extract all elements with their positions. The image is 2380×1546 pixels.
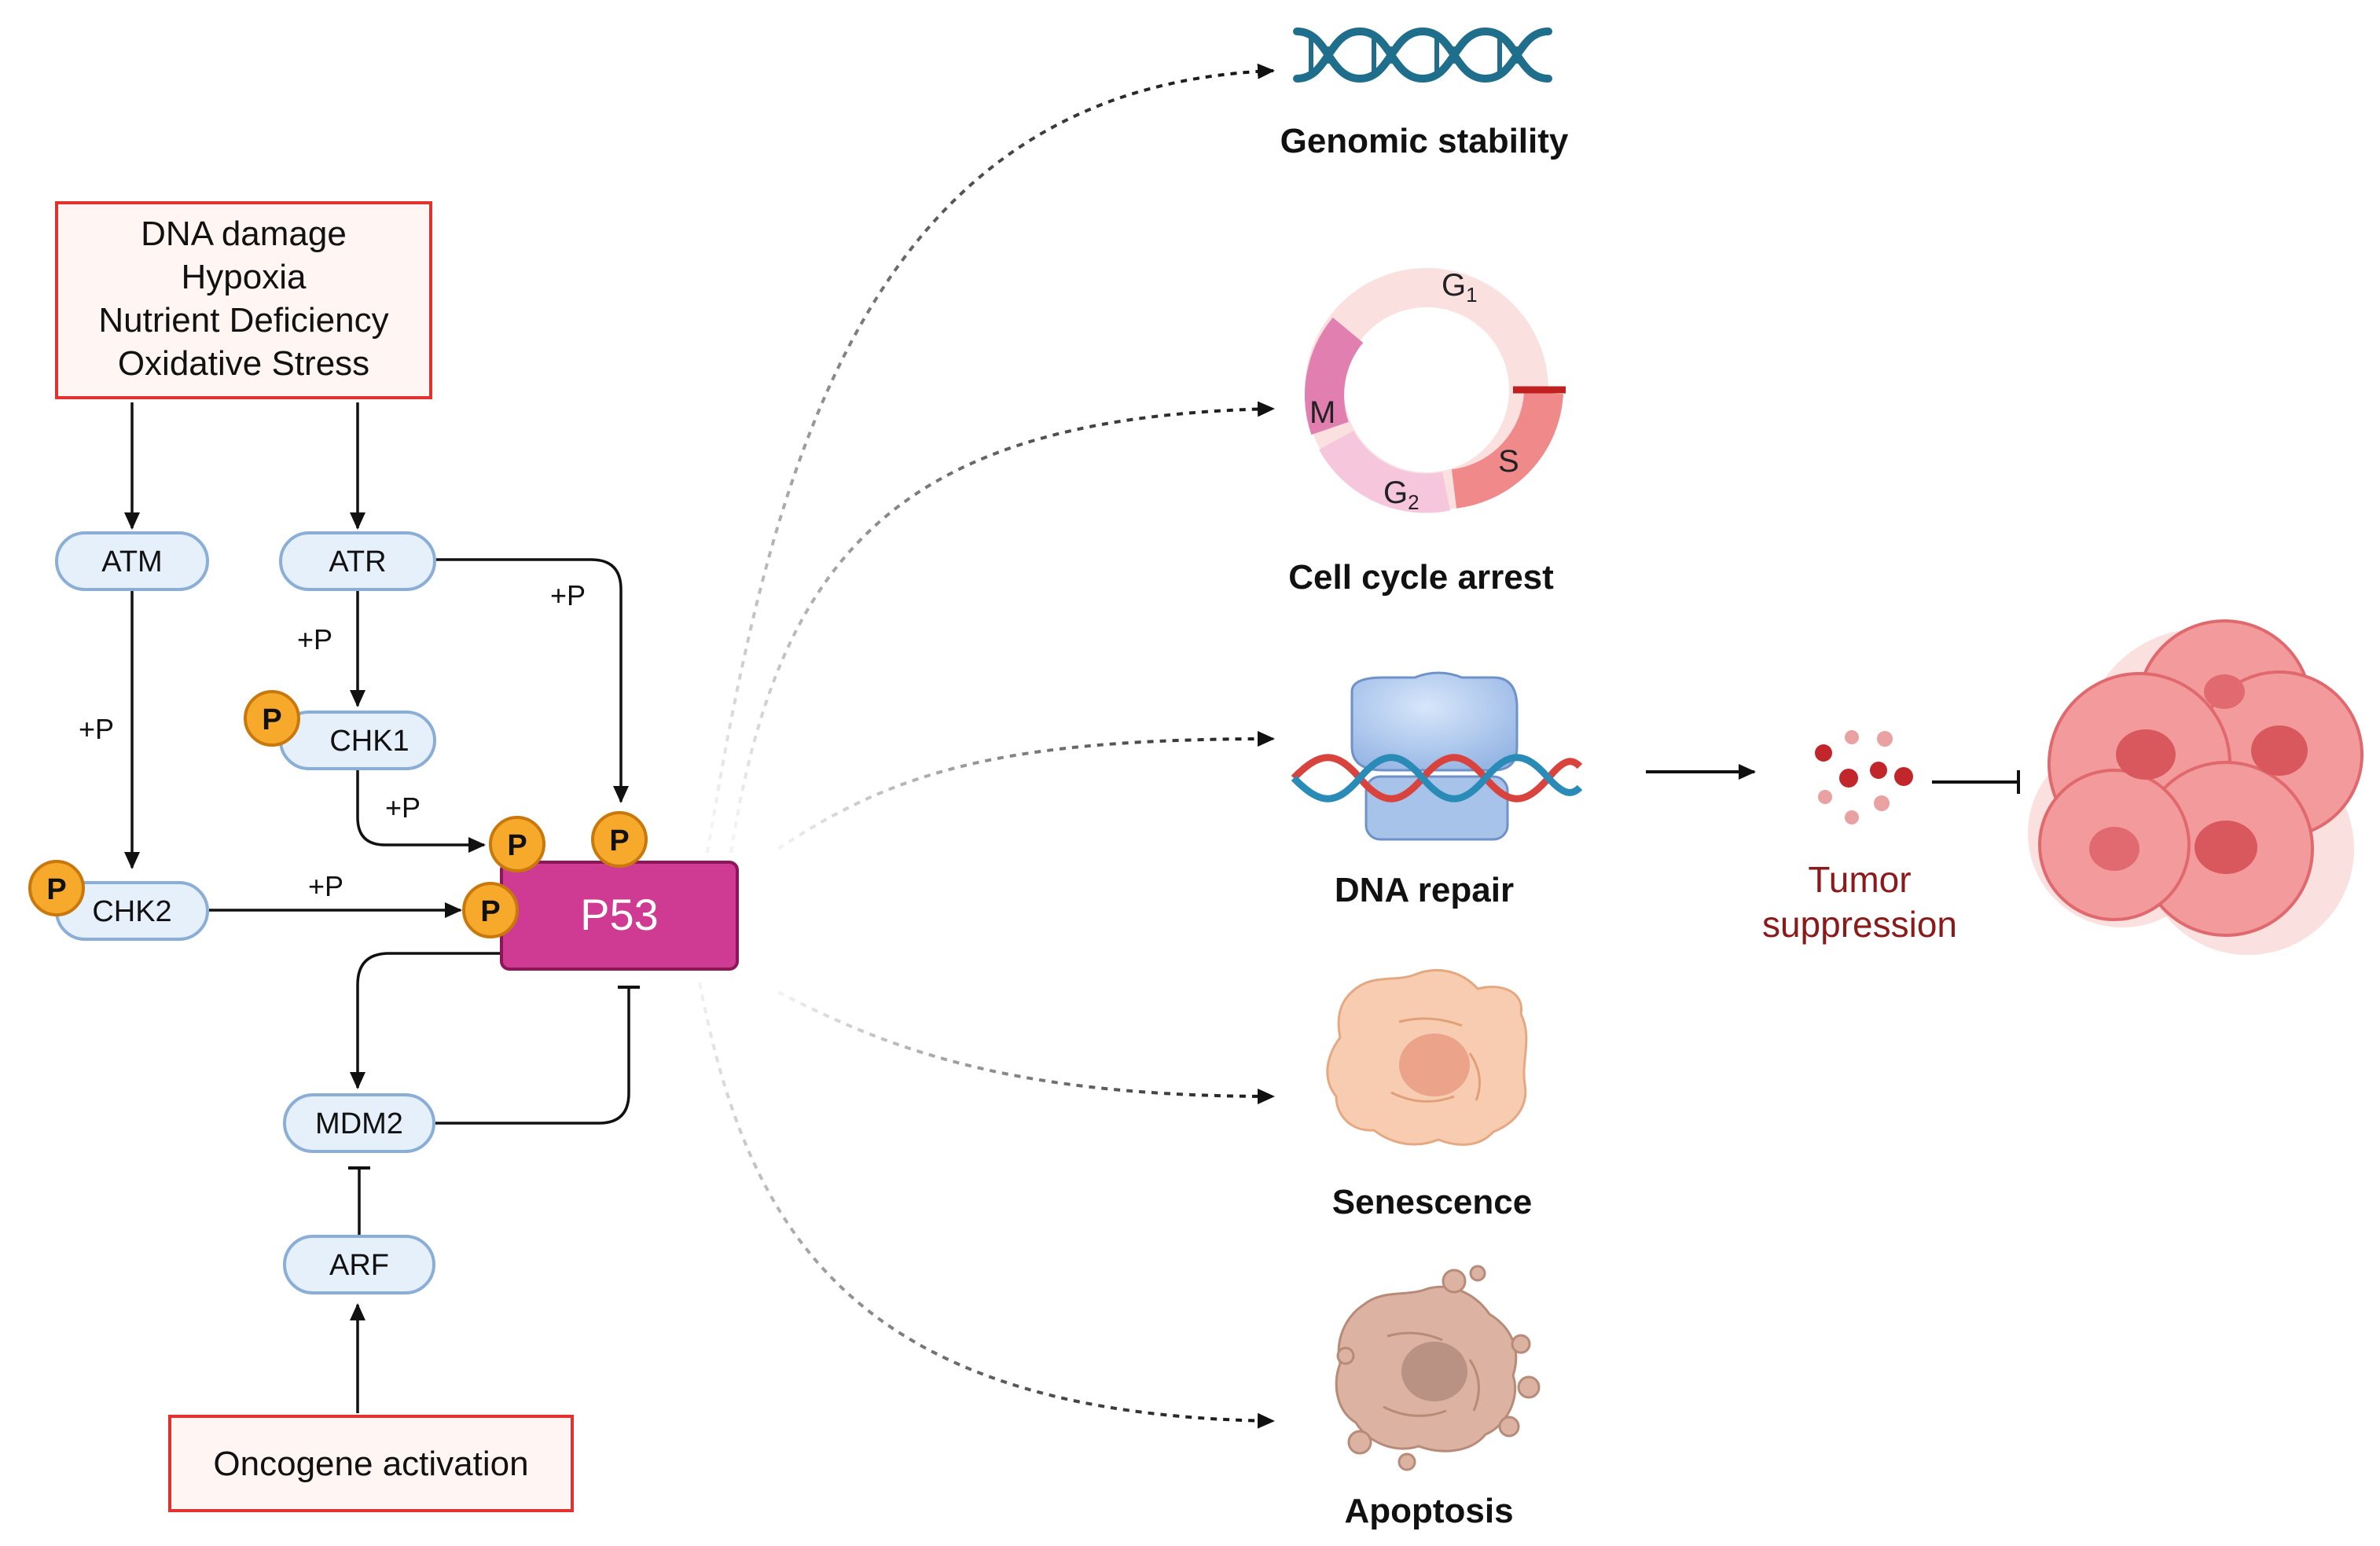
svg-text:P: P — [480, 895, 500, 928]
stress-line-nutrient-deficiency: Nutrient Deficiency — [98, 301, 388, 340]
dotted-arrow-senescence — [777, 990, 1275, 1104]
phase-m-label: M — [1309, 395, 1335, 430]
arrow-p53-to-mdm2 — [350, 952, 500, 1089]
p53-label: P53 — [580, 890, 659, 939]
phospho-label-chk1-p53: +P — [385, 791, 421, 824]
dotted-arrow-genomic-stability — [706, 63, 1275, 854]
dna-repair-label: DNA repair — [1335, 871, 1514, 909]
dotted-arrow-apoptosis — [698, 982, 1275, 1429]
phase-g2-label: G2 — [1383, 476, 1420, 514]
stress-line-dna-damage: DNA damage — [141, 215, 347, 253]
atr-label: ATR — [329, 545, 386, 578]
phospho-badge-p53-chk2: P — [462, 882, 519, 938]
svg-text:P: P — [46, 873, 66, 906]
phase-s-label: S — [1498, 444, 1519, 479]
mdm2-label: MDM2 — [315, 1107, 403, 1140]
oncogene-activation-box: Oncogene activation — [168, 1415, 574, 1512]
dotted-arrow-cell-cycle-arrest — [729, 401, 1275, 854]
cancer-cell-cluster-icon — [2028, 619, 2363, 955]
phospho-badge-chk1: P — [244, 690, 300, 747]
svg-text:P: P — [262, 703, 281, 736]
phospho-badge-p53-atr: P — [591, 811, 648, 868]
chk2-node: CHK2 — [55, 881, 209, 941]
chk2-label: CHK2 — [92, 895, 171, 928]
svg-text:P: P — [609, 824, 629, 857]
cell-cycle-arrest-label: Cell cycle arrest — [1288, 558, 1554, 597]
inhibition-mdm2-to-p53 — [435, 987, 630, 1125]
atr-node: ATR — [279, 531, 436, 591]
tumor-suppression-label-line1: Tumor — [1808, 859, 1911, 900]
chk1-node: CHK1 — [279, 711, 436, 770]
stress-line-hypoxia: Hypoxia — [182, 258, 307, 296]
tumor-suppressor-particles-icon — [1815, 730, 1913, 824]
arf-node: ARF — [283, 1235, 435, 1294]
chk1-label: CHK1 — [329, 725, 409, 758]
dna-helix-icon — [1293, 27, 1552, 83]
phospho-label-atr-chk1: +P — [297, 623, 332, 655]
tumor-suppression-label-line2: suppression — [1762, 904, 1957, 945]
arrow-atr-to-p53 — [436, 558, 629, 803]
phospho-badge-p53-chk1: P — [489, 816, 545, 872]
atm-node: ATM — [55, 531, 209, 591]
dna-repair-icon — [1291, 671, 1583, 841]
phospho-badge-chk2: P — [28, 860, 85, 916]
apoptotic-cell-icon — [1335, 1265, 1541, 1471]
apoptosis-label: Apoptosis — [1344, 1492, 1513, 1530]
oncogene-activation-label: Oncogene activation — [213, 1445, 528, 1483]
senescence-label: Senescence — [1332, 1183, 1532, 1221]
phospho-label-atm-chk2: +P — [79, 713, 114, 745]
phase-g1-label: G1 — [1442, 268, 1478, 307]
genomic-stability-label: Genomic stability — [1280, 122, 1569, 160]
mdm2-node: MDM2 — [283, 1093, 435, 1153]
arf-label: ARF — [329, 1249, 389, 1282]
phospho-label-chk2-p53: +P — [308, 870, 343, 902]
cell-cycle-icon: G1 S G2 M — [1305, 268, 1566, 514]
stress-line-oxidative-stress: Oxidative Stress — [118, 344, 369, 383]
dotted-arrow-dna-repair — [777, 731, 1275, 850]
stress-stimuli-box: DNA damage Hypoxia Nutrient Deficiency O… — [55, 201, 432, 399]
senescent-cell-icon — [1326, 968, 1528, 1146]
p53-node: P53 — [500, 861, 739, 971]
phospho-label-atr-p53: +P — [550, 579, 586, 611]
svg-text:P: P — [507, 829, 527, 862]
arrow-chk1-to-p53 — [356, 770, 486, 853]
atm-label: ATM — [101, 545, 162, 578]
